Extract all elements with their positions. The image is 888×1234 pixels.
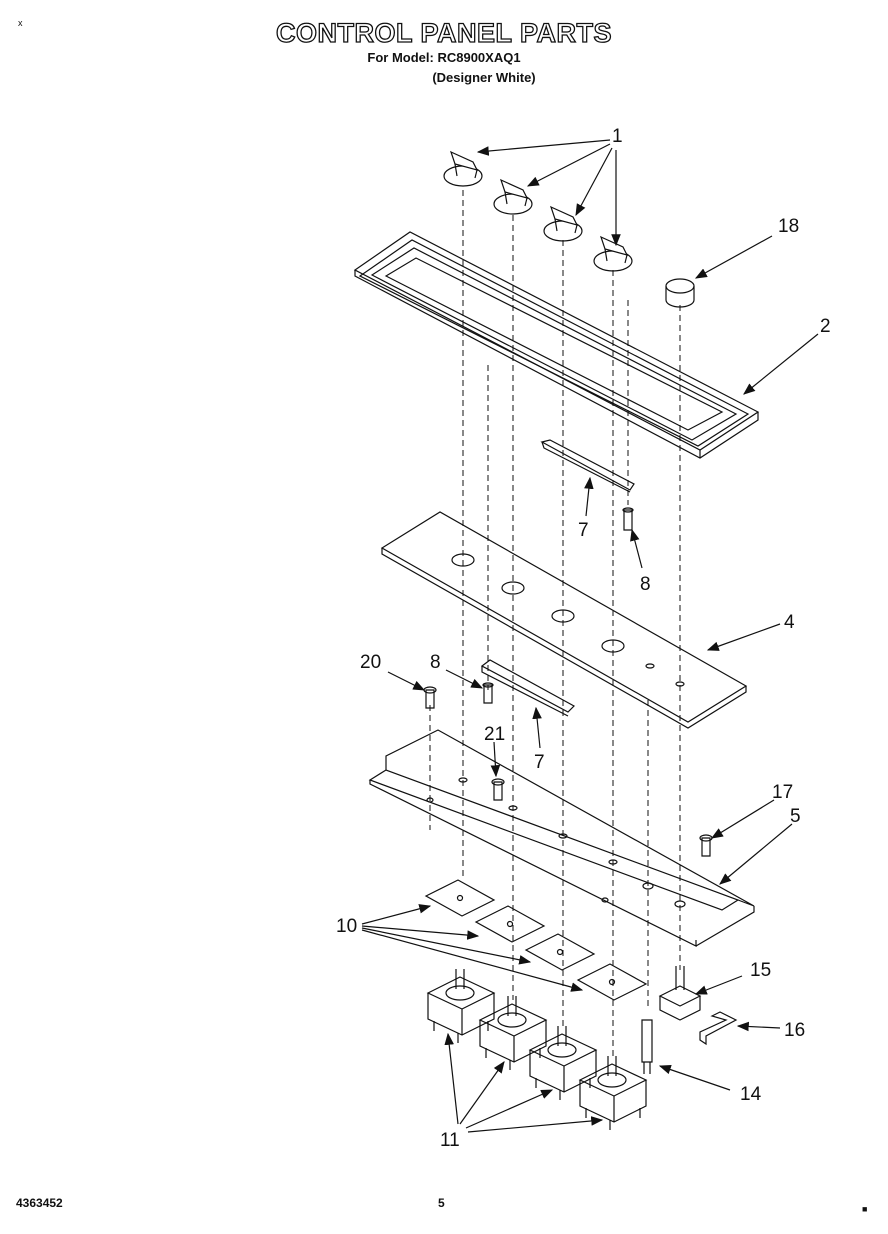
corner-mark-bottom: ■: [862, 1204, 868, 1214]
page-number: 5: [438, 1196, 445, 1210]
page-title: CONTROL PANEL PARTS: [275, 17, 613, 48]
part-14: [641, 1019, 653, 1074]
switches-part-11: [426, 969, 648, 1130]
bracket-part-7-upper: [540, 439, 635, 493]
model-line: For Model: RC8900XAQ1: [367, 50, 521, 65]
panel-part-4: [380, 511, 748, 729]
insulators-part-10: [424, 879, 648, 1001]
callout-21: 21: [484, 724, 505, 745]
callout-7-lower: 7: [534, 752, 545, 773]
callout-1: 1: [612, 126, 623, 147]
knobs-part-1: [443, 150, 633, 272]
leader-lines: [361, 139, 819, 1133]
callout-7-upper: 7: [578, 520, 589, 541]
alignment-lines: [429, 190, 681, 1060]
variant-line: (Designer White): [432, 70, 536, 85]
callout-10: 10: [336, 916, 357, 937]
callout-8-lower: 8: [430, 652, 441, 673]
clip-part-16: [699, 1011, 738, 1046]
callout-11: 11: [440, 1130, 460, 1151]
callout-5: 5: [790, 806, 801, 827]
document-number: 4363452: [16, 1196, 63, 1210]
callout-17: 17: [772, 782, 793, 803]
switch-part-15: [658, 966, 702, 1021]
bracket-part-5: [368, 729, 755, 947]
callout-2: 2: [820, 316, 831, 337]
bracket-part-7-lower: [480, 659, 575, 717]
frame-part-2: [353, 231, 760, 459]
screw-part-17: [699, 834, 713, 857]
screw-part-21: [491, 778, 505, 801]
callout-8-upper: 8: [640, 574, 651, 595]
callout-18: 18: [778, 216, 799, 237]
callout-15: 15: [750, 960, 771, 981]
callout-16: 16: [784, 1020, 805, 1041]
corner-mark: x: [18, 18, 23, 28]
callout-20: 20: [360, 652, 381, 673]
screw-part-20: [423, 686, 437, 709]
screw-part-8-upper: [622, 507, 634, 531]
callout-4: 4: [784, 612, 795, 633]
callout-14: 14: [740, 1084, 762, 1105]
cap-part-18: [665, 278, 695, 308]
